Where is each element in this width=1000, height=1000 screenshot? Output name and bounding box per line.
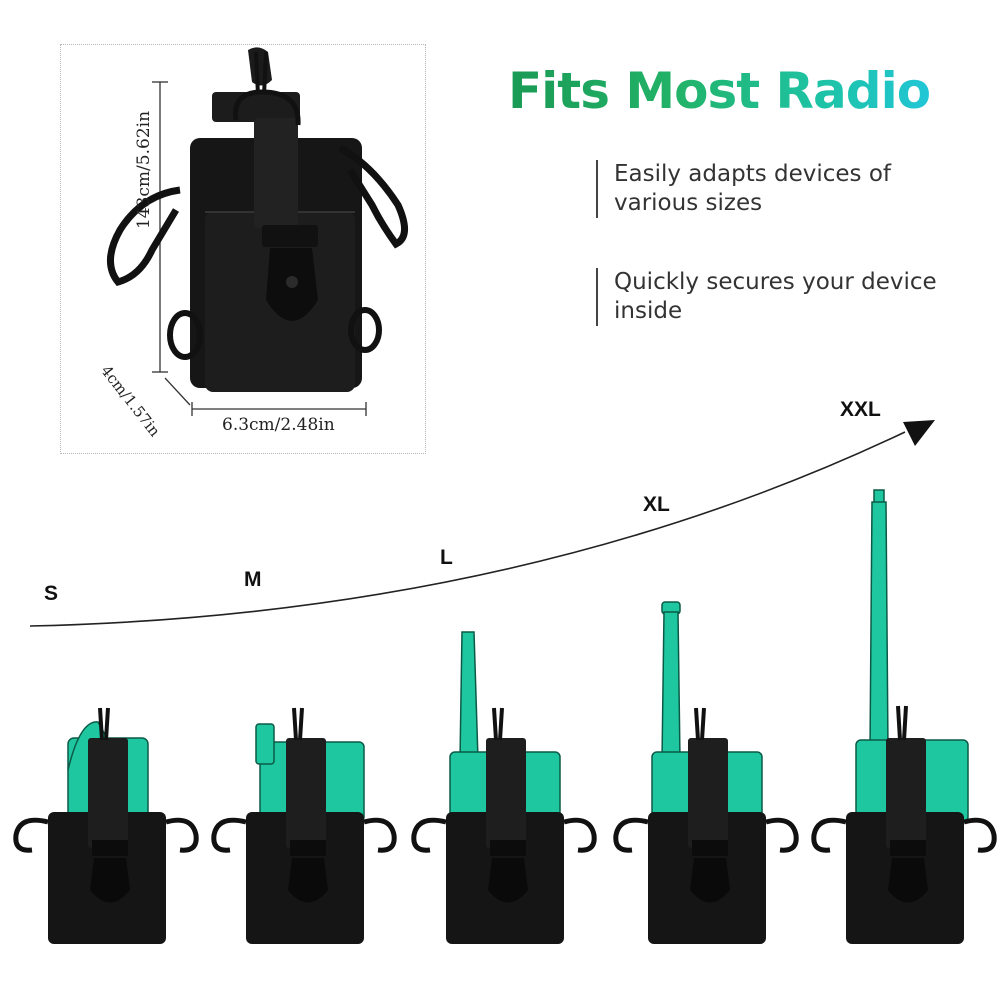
pouch-row — [13, 489, 997, 944]
arrow-head-icon — [903, 420, 935, 446]
feature-secures-device: Quickly secures your device inside — [596, 268, 954, 326]
feature-adapts-sizes: Easily adapts devices of various sizes — [596, 160, 954, 218]
size-label-m: M — [244, 568, 262, 591]
pouch-size-l — [411, 631, 597, 944]
size-label-xl: XL — [643, 493, 670, 516]
dimension-height-label: 143cm/5.62in — [134, 110, 154, 230]
dimension-lines — [152, 81, 367, 416]
pouch-product-image — [107, 47, 408, 392]
pouch-size-s — [13, 707, 199, 944]
pouch-size-m — [211, 707, 397, 944]
pouch-size-xl — [613, 601, 799, 944]
size-progression-curve — [29, 431, 906, 627]
headline: Fits Most Radio — [508, 62, 931, 120]
dimension-box — [60, 44, 426, 454]
size-label-l: L — [440, 546, 453, 569]
pouch-size-xxl — [811, 489, 997, 944]
size-label-s: S — [44, 582, 59, 605]
size-label-xxl: XXL — [840, 398, 881, 421]
dimension-width-label: 6.3cm/2.48in — [222, 415, 335, 435]
